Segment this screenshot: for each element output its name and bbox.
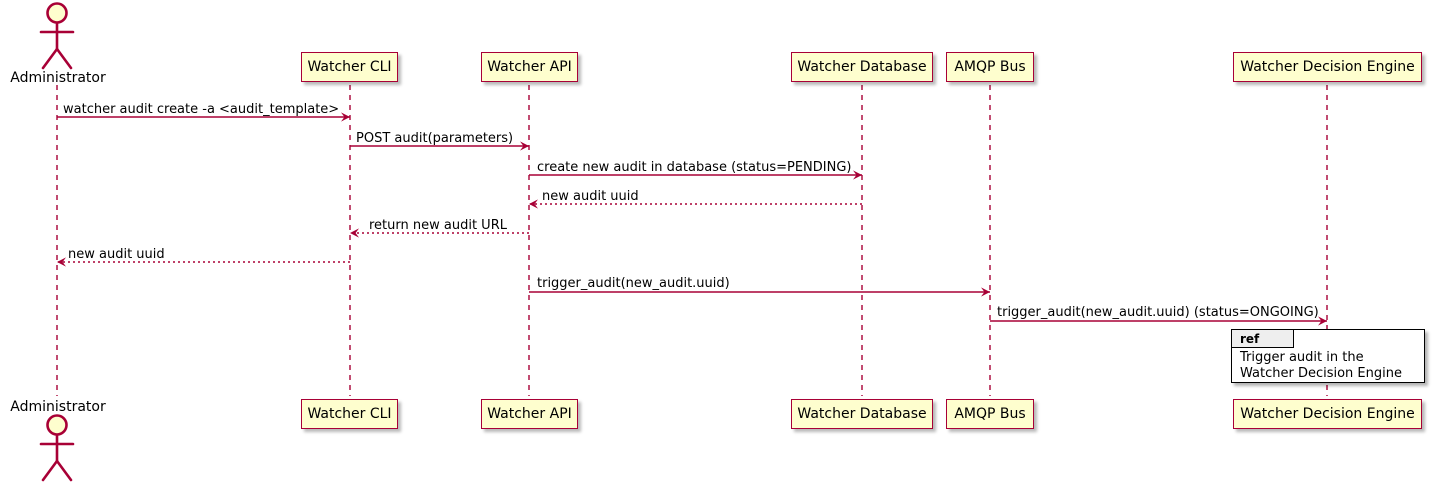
participant-label-watcher-database-bottom: Watcher Database [797, 406, 927, 422]
ref-fragment-body: Trigger audit in the Watcher Decision En… [1240, 350, 1402, 383]
actor-head-bottom [46, 414, 68, 436]
participant-box-watcher-api-top[interactable]: Watcher API [481, 52, 578, 82]
participant-label-amqp-bus-top: AMQP Bus [954, 59, 1026, 75]
participant-box-amqp-bus-bottom[interactable]: AMQP Bus [946, 399, 1034, 429]
participant-box-watcher-cli-bottom[interactable]: Watcher CLI [301, 399, 398, 429]
message-label-4: new audit uuid [542, 189, 639, 204]
message-8[interactable] [990, 316, 1327, 326]
message-arrowhead-3 [853, 170, 862, 180]
message-arrowhead-6 [57, 257, 66, 267]
ref-fragment-line-1: Trigger audit in the [1240, 350, 1364, 365]
ref-fragment-keyword: ref [1240, 331, 1260, 346]
message-label-8: trigger_audit(new_audit.uuid) (status=ON… [997, 305, 1319, 320]
message-5[interactable] [350, 228, 529, 238]
message-2[interactable] [350, 141, 529, 151]
message-6[interactable] [57, 257, 350, 267]
message-label-3: create new audit in database (status=PEN… [537, 160, 852, 175]
participant-label-amqp-bus-bottom: AMQP Bus [954, 406, 1026, 422]
participant-label-watcher-decision-engine-top: Watcher Decision Engine [1240, 59, 1415, 75]
message-arrowhead-4 [529, 199, 538, 209]
actor-label-administrator-bottom: Administrator [10, 399, 106, 415]
participant-label-watcher-cli-top: Watcher CLI [307, 59, 392, 75]
actor-leg-left-bottom [41, 459, 59, 482]
participant-box-watcher-api-bottom[interactable]: Watcher API [481, 399, 578, 429]
message-7[interactable] [529, 287, 990, 297]
message-4[interactable] [529, 199, 862, 209]
participant-label-watcher-cli-bottom: Watcher CLI [307, 406, 392, 422]
message-label-2: POST audit(parameters) [356, 131, 514, 146]
message-arrowhead-8 [1318, 316, 1327, 326]
message-1[interactable] [57, 112, 350, 122]
participant-box-amqp-bus-top[interactable]: AMQP Bus [946, 52, 1034, 82]
message-arrowhead-1 [341, 112, 350, 122]
participant-box-watcher-cli-top[interactable]: Watcher CLI [301, 52, 398, 82]
participant-label-watcher-decision-engine-bottom: Watcher Decision Engine [1240, 406, 1415, 422]
participant-box-watcher-decision-engine-top[interactable]: Watcher Decision Engine [1233, 52, 1422, 82]
ref-fragment-tab: ref [1232, 330, 1294, 348]
participant-box-watcher-database-top[interactable]: Watcher Database [791, 52, 933, 82]
participant-label-watcher-api-top: Watcher API [487, 59, 572, 75]
message-arrowhead-7 [981, 287, 990, 297]
participant-label-watcher-database-top: Watcher Database [797, 59, 927, 75]
actor-figure-administrator-top [39, 2, 75, 70]
participant-label-watcher-api-bottom: Watcher API [487, 406, 572, 422]
message-label-1: watcher audit create -a <audit_template> [63, 102, 340, 117]
actor-label-administrator-top: Administrator [10, 70, 106, 86]
message-arrowhead-2 [520, 141, 529, 151]
actor-figure-administrator-bottom [39, 414, 75, 482]
message-3[interactable] [529, 170, 862, 180]
actor-leg-right-top [55, 47, 73, 70]
actor-leg-left-top [41, 47, 59, 70]
actor-leg-right-bottom [55, 459, 73, 482]
message-arrowhead-5 [350, 228, 359, 238]
actor-head-top [46, 2, 68, 24]
participant-box-watcher-decision-engine-bottom[interactable]: Watcher Decision Engine [1233, 399, 1422, 429]
ref-fragment[interactable]: ref Trigger audit in the Watcher Decisio… [1231, 329, 1425, 383]
ref-fragment-line-2: Watcher Decision Engine [1240, 366, 1402, 382]
message-label-5: return new audit URL [369, 218, 507, 233]
message-label-7: trigger_audit(new_audit.uuid) [537, 276, 730, 291]
participant-box-watcher-database-bottom[interactable]: Watcher Database [791, 399, 933, 429]
message-label-6: new audit uuid [68, 247, 165, 262]
